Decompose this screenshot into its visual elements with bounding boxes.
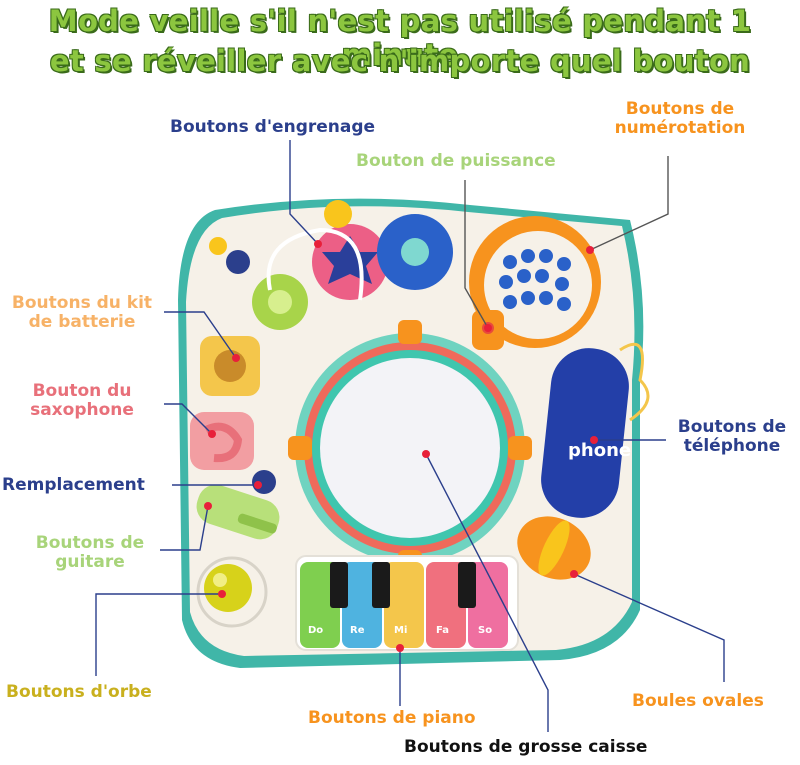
piano-black-2 xyxy=(372,562,390,608)
gear-yellow xyxy=(324,200,352,228)
label-replacement: Remplacement xyxy=(2,475,145,495)
label-gear-buttons: Boutons d'engrenage xyxy=(170,117,376,137)
leader-orb xyxy=(95,593,222,676)
bead-yellow xyxy=(209,237,227,255)
gear-green-center xyxy=(268,290,292,314)
label-piano-buttons: Boutons de piano xyxy=(308,708,476,728)
headline-line-2: et se réveiller avec n'importe quel bout… xyxy=(49,44,751,78)
leader-drum-kit xyxy=(164,311,237,359)
leader-guitar xyxy=(160,505,209,551)
orb-ball xyxy=(204,564,252,612)
piano-key-fa xyxy=(426,562,466,648)
drum-kit-pad xyxy=(214,350,246,382)
leader-saxophone xyxy=(164,403,213,435)
piano-key-so xyxy=(468,562,508,648)
bead-navy xyxy=(226,250,250,274)
gear-teal-center xyxy=(401,238,429,266)
gear-pink-flower xyxy=(322,236,378,284)
label-bass-drum-buttons: Boutons de grosse caisse xyxy=(404,737,648,757)
piano-black-1 xyxy=(330,562,348,608)
leader-gears xyxy=(289,140,319,245)
drum-head xyxy=(320,358,500,538)
orb-highlight xyxy=(213,573,227,587)
label-power-button: Bouton de puissance xyxy=(356,151,556,171)
headline-line-1: Mode veille s'il n'est pas utilisé penda… xyxy=(48,4,752,72)
oval-ball-stripe xyxy=(538,520,570,576)
piano-key-label: So xyxy=(478,625,493,636)
phone-handset xyxy=(541,348,629,518)
wire-loop xyxy=(266,227,364,301)
label-oval-balls: Boules ovales xyxy=(632,691,764,711)
phone-cord xyxy=(619,342,650,422)
leader-numbering xyxy=(589,156,669,251)
drum-clip-top xyxy=(398,320,422,344)
piano-key-label: Fa xyxy=(436,625,449,636)
pointer-dots xyxy=(204,240,598,652)
piano-key-label: Do xyxy=(308,625,324,636)
leader-bass-drum xyxy=(425,453,549,732)
guitar-neck xyxy=(237,513,277,534)
saxophone-shape xyxy=(204,422,243,463)
drum-clip-left xyxy=(288,436,312,460)
piano-key-label: Mi xyxy=(394,625,408,636)
piano-black-3 xyxy=(458,562,476,608)
piano-key-mi xyxy=(384,562,424,648)
leader-oval xyxy=(573,573,725,682)
drum-clip-right xyxy=(508,436,532,460)
piano-key-label: Re xyxy=(350,625,365,636)
label-orb-buttons: Boutons d'orbe xyxy=(6,682,152,702)
phone-brand-logo: phone xyxy=(568,440,632,461)
leader-power xyxy=(464,180,489,329)
dial-buttons xyxy=(499,249,571,311)
